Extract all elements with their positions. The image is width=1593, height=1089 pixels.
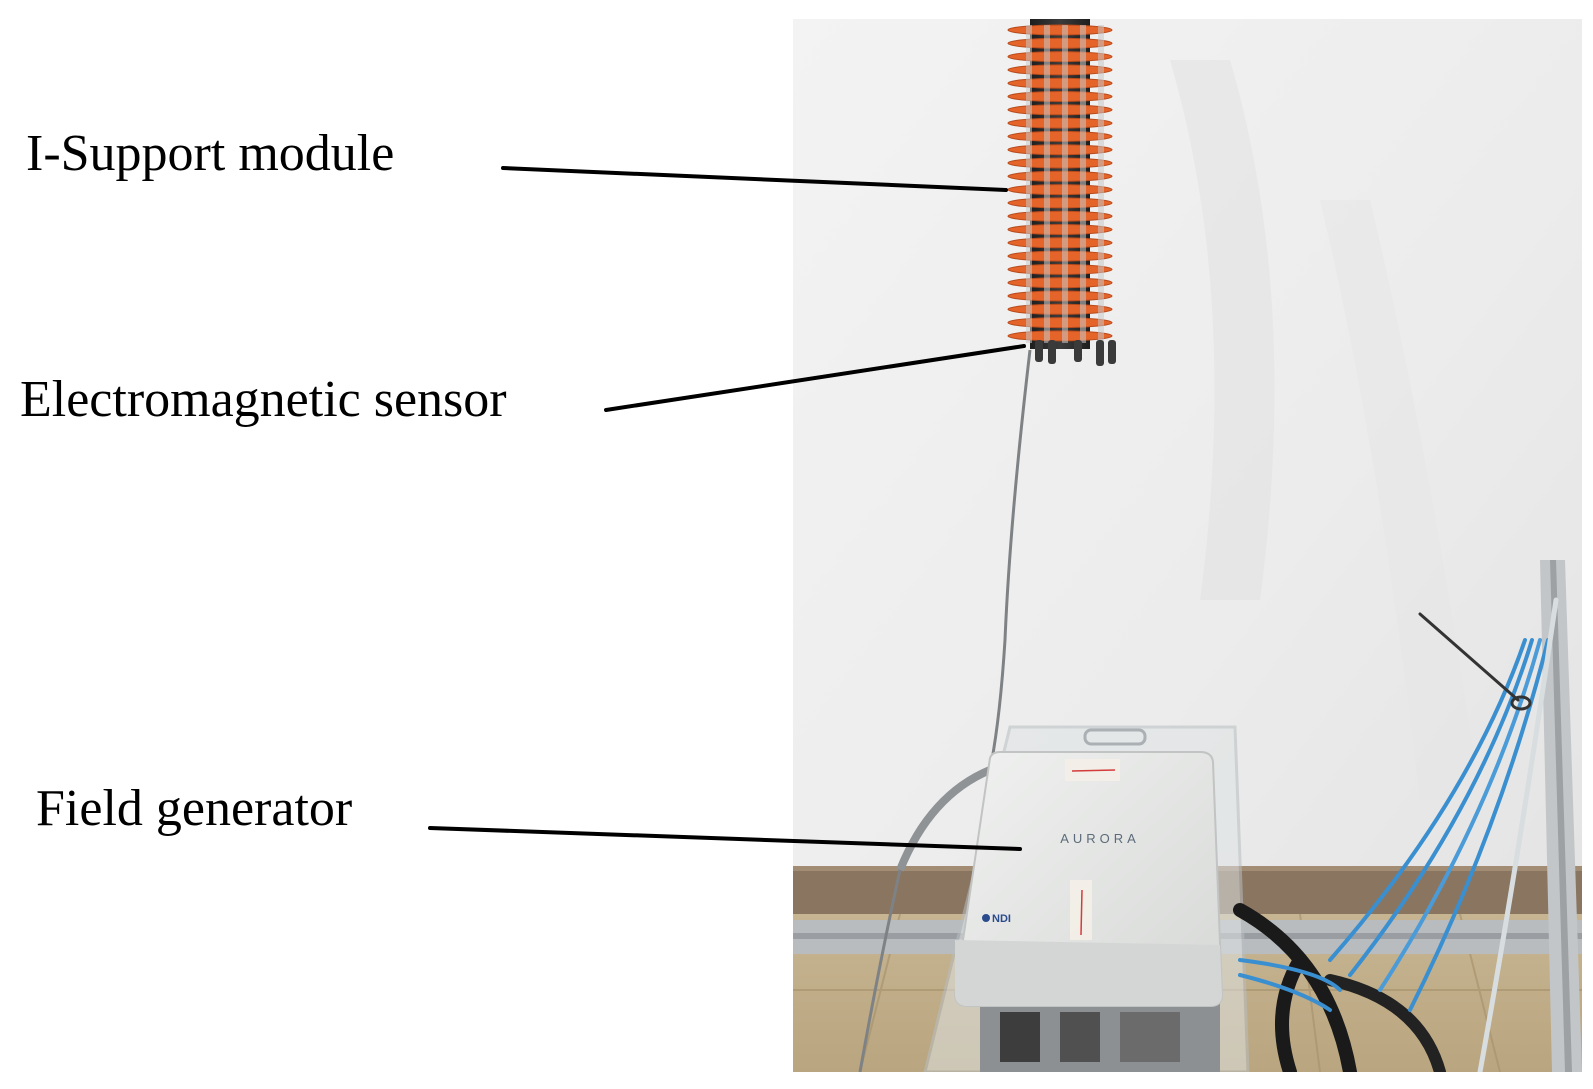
module-rib — [1080, 25, 1086, 343]
maker-logo-icon — [982, 914, 990, 922]
module-ring — [1007, 170, 1113, 182]
module-ring — [1007, 117, 1113, 129]
module-rib — [1026, 25, 1032, 343]
module-ring — [1007, 24, 1113, 36]
brand-text: AURORA — [1060, 831, 1140, 846]
module-ring — [1007, 303, 1113, 315]
wall-shadow — [1320, 200, 1480, 800]
module-ring — [1007, 51, 1113, 63]
module-ring — [1007, 144, 1113, 156]
photo-panel: AURORA NDI — [793, 19, 1582, 1072]
label-i-support-module: I-Support module — [26, 125, 395, 182]
module-ring — [1007, 197, 1113, 209]
module-rib — [1044, 25, 1050, 343]
module-ring — [1007, 130, 1113, 142]
module-ring — [1007, 37, 1113, 49]
module-ring — [1007, 184, 1113, 196]
cables — [1233, 597, 1559, 1072]
field-generator: AURORA NDI — [953, 751, 1224, 1007]
module-tips — [1035, 340, 1116, 366]
leader-line-sensor — [604, 344, 1026, 412]
module-ring — [1007, 290, 1113, 302]
module-ring — [1007, 157, 1113, 169]
module-ring — [1007, 91, 1113, 102]
leader-line-support — [501, 166, 1008, 192]
leader-lines — [428, 166, 1026, 851]
module-rings — [1007, 24, 1113, 343]
module-rib — [1062, 25, 1068, 343]
module-ring — [1007, 237, 1113, 249]
leader-line-field — [428, 826, 1022, 851]
module-ribs — [1026, 25, 1104, 343]
module-ring — [1007, 104, 1113, 116]
electronics — [980, 1000, 1220, 1072]
module-ring — [1007, 263, 1113, 275]
i-support-module — [1007, 19, 1116, 366]
module-ring — [1007, 330, 1113, 342]
module-ring — [1007, 210, 1113, 222]
label-electromagnetic-sensor: Electromagnetic sensor — [20, 371, 507, 428]
maker-logo-text: NDI — [992, 913, 1011, 925]
module-ring — [1007, 64, 1113, 76]
module-ring — [1007, 224, 1113, 235]
wall-shadow — [1170, 60, 1275, 600]
generator-cable — [896, 766, 992, 872]
module-rib — [1098, 25, 1104, 343]
frame-post-shade — [1550, 560, 1572, 1072]
module-ring — [1007, 317, 1113, 329]
module-ring — [1007, 277, 1113, 289]
module-ring — [1007, 77, 1113, 89]
module-ring — [1007, 250, 1113, 262]
label-field-generator: Field generator — [36, 780, 353, 837]
